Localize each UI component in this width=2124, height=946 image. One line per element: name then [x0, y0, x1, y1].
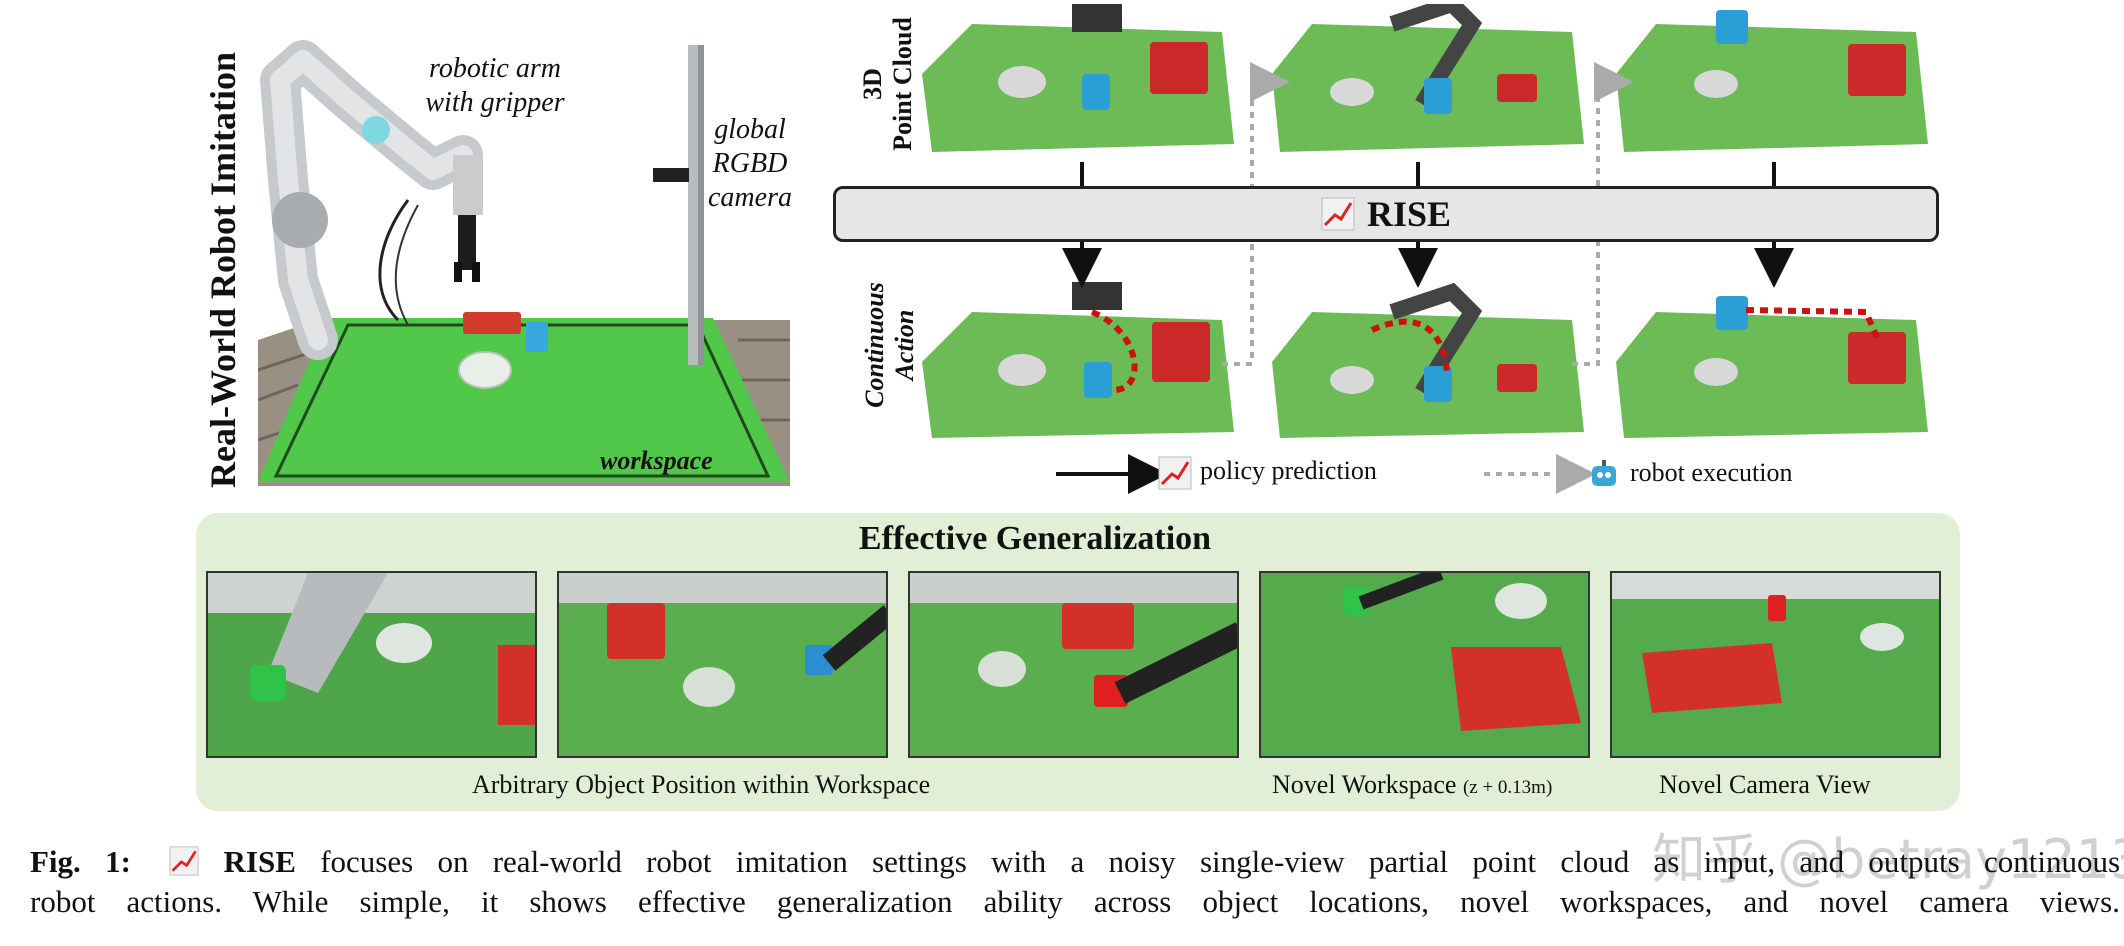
point-cloud-2	[1272, 4, 1584, 152]
point-cloud-1	[922, 4, 1234, 152]
gen-caption-object-position: Arbitrary Object Position within Workspa…	[472, 770, 931, 799]
legend-robot-execution: robot execution	[1630, 458, 1793, 487]
gen-photo-3	[908, 571, 1239, 758]
gen-caption-novel-camera: Novel Camera View	[1659, 770, 1871, 799]
point-cloud-3	[1616, 10, 1928, 152]
camera-label-line1: global	[714, 114, 786, 145]
arm-label-line2: with gripper	[425, 87, 565, 118]
action-cloud-1	[922, 282, 1234, 438]
legend-policy-prediction: policy prediction	[1200, 456, 1377, 485]
generalization-title: Effective Generalization	[858, 520, 1212, 557]
gen-photo-4	[1259, 571, 1590, 758]
robot-icon	[1592, 460, 1616, 486]
gen-caption-novel-workspace-sub: (z + 0.13m)	[1462, 777, 1553, 798]
caption-text-1: focuses on real-world robot imitation se…	[320, 844, 2121, 879]
action-cloud-3	[1616, 296, 1928, 438]
gen-photo-5	[1610, 571, 1941, 758]
figure-caption: Fig. 1: RISE focuses on real-world robot…	[30, 842, 2120, 922]
rise-policy-bar: RISE	[833, 186, 1939, 242]
camera-label-line3: camera	[708, 182, 792, 213]
pipeline-arrows	[1056, 62, 1794, 494]
policy-chart-icon	[1158, 456, 1192, 490]
figure-label: Fig. 1:	[30, 844, 131, 879]
caption-line-2: robot actions. While simple, it shows ef…	[30, 884, 2120, 919]
robot-setup-photo	[258, 40, 790, 486]
caption-line-1: Fig. 1: RISE focuses on real-world robot…	[30, 842, 2120, 882]
caption-chart-icon	[169, 846, 199, 876]
camera-label: global RGBD camera	[690, 113, 810, 215]
caption-rise-name: RISE	[223, 844, 296, 879]
action-cloud-2	[1272, 282, 1584, 438]
rise-chart-icon	[1321, 197, 1355, 231]
arm-label: robotic arm with gripper	[395, 52, 595, 120]
gen-photo-1	[206, 571, 537, 758]
gen-caption-novel-workspace: Novel Workspace (z + 0.13m)	[1272, 770, 1552, 800]
gen-caption-novel-workspace-text: Novel Workspace	[1272, 770, 1457, 799]
workspace-label: workspace	[600, 446, 713, 475]
rise-label: RISE	[1366, 194, 1452, 234]
camera-label-line2: RGBD	[712, 148, 788, 179]
gen-photo-2	[557, 571, 888, 758]
arm-label-line1: robotic arm	[429, 53, 561, 84]
watermark: 知乎 @betray12138	[1652, 828, 2124, 891]
